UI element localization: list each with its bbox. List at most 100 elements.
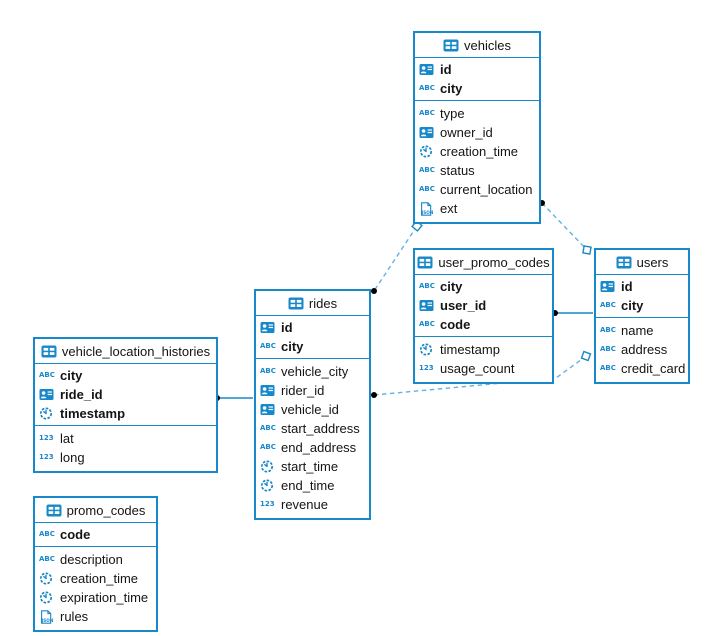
column-label: ext: [440, 201, 458, 216]
abc-string-type-icon: ABC: [39, 371, 55, 379]
table-name: users: [636, 254, 669, 270]
column-label: code: [60, 527, 91, 542]
column-row: rider_id: [256, 381, 369, 400]
relationship-vehicle_location_histories-rides: [214, 395, 253, 401]
table-header[interactable]: vehicles: [415, 33, 539, 58]
column-label: timestamp: [440, 342, 500, 357]
id-badge-icon: [260, 403, 277, 416]
clock-timestamp-icon: [419, 144, 436, 159]
abc-string-type-icon: ABC: [39, 531, 56, 538]
table-header[interactable]: vehicle_location_histories: [35, 339, 216, 364]
column-row: id: [256, 318, 369, 337]
clock-timestamp-icon: [39, 590, 56, 605]
column-label: revenue: [281, 497, 328, 512]
column-row: ABC vehicle_city: [256, 362, 369, 381]
svg-text:JSON: JSON: [421, 209, 433, 214]
svg-text:JSON: JSON: [41, 617, 53, 622]
column-label: creation_time: [440, 144, 519, 159]
numeric-123-type-icon: 123: [39, 434, 54, 442]
abc-string-type-icon: ABC: [39, 556, 56, 563]
column-label: id: [281, 320, 293, 335]
relationship-endpoint-square: [580, 350, 592, 362]
abc-string-type-icon: ABC: [600, 302, 617, 309]
column-label: vehicle_city: [281, 364, 349, 379]
json-document-icon: JSON: [419, 201, 436, 216]
column-label: timestamp: [60, 406, 126, 421]
numeric-123-type-icon: 123: [39, 454, 56, 461]
column-label: city: [621, 298, 644, 313]
table-name: user_promo_codes: [438, 254, 550, 270]
id-badge-icon: [419, 299, 436, 312]
id-badge-icon: [419, 126, 436, 139]
id-badge-icon: [260, 321, 277, 334]
column-label: city: [60, 368, 83, 383]
column-label: owner_id: [440, 125, 493, 140]
table-name: promo_codes: [66, 502, 146, 518]
abc-string-type-icon: ABC: [39, 530, 55, 538]
column-label: description: [60, 552, 123, 567]
abc-string-type-icon: ABC: [260, 444, 277, 451]
relationship-endpoint-dot: [371, 288, 377, 294]
table-header[interactable]: user_promo_codes: [415, 250, 552, 275]
column-row: start_time: [256, 457, 369, 476]
column-row: ABC city: [415, 79, 539, 98]
column-label: start_time: [281, 459, 339, 474]
column-label: id: [621, 279, 633, 294]
column-label: city: [440, 81, 463, 96]
primary-key-section: ABC code: [35, 523, 156, 547]
column-row: ride_id: [35, 385, 216, 404]
table-grid-icon: [417, 256, 433, 269]
column-row: ABC type: [415, 104, 539, 123]
abc-string-type-icon: ABC: [600, 346, 617, 353]
column-label: status: [440, 163, 475, 178]
numeric-123-type-icon: 123: [419, 364, 434, 372]
table-header[interactable]: promo_codes: [35, 498, 156, 523]
abc-string-type-icon: ABC: [600, 327, 617, 334]
column-row: creation_time: [35, 569, 156, 588]
table-header[interactable]: rides: [256, 291, 369, 316]
columns-section: timestamp 123 usage_count: [415, 337, 552, 382]
table-grid-icon: [41, 345, 57, 358]
column-label: usage_count: [440, 361, 515, 376]
clock-timestamp-icon: [260, 459, 277, 474]
numeric-123-type-icon: 123: [39, 453, 54, 461]
column-row: 123 usage_count: [415, 359, 552, 378]
abc-string-type-icon: ABC: [260, 368, 277, 375]
abc-string-type-icon: ABC: [419, 109, 435, 117]
abc-string-type-icon: ABC: [419, 84, 435, 92]
column-label: id: [440, 62, 452, 77]
abc-string-type-icon: ABC: [260, 367, 276, 375]
column-label: user_id: [440, 298, 487, 313]
column-row: JSON ext: [415, 199, 539, 218]
column-row: id: [596, 277, 688, 296]
column-row: timestamp: [415, 340, 552, 359]
id-badge-icon: [39, 388, 56, 401]
abc-string-type-icon: ABC: [419, 320, 435, 328]
table-header[interactable]: users: [596, 250, 688, 275]
column-label: type: [440, 106, 465, 121]
numeric-123-type-icon: 123: [39, 435, 56, 442]
json-document-icon: JSON: [39, 609, 56, 624]
clock-timestamp-icon: [39, 406, 56, 421]
table-name: vehicle_location_histories: [61, 343, 211, 359]
id-badge-icon: [419, 63, 436, 76]
id-badge-icon: [260, 384, 277, 397]
